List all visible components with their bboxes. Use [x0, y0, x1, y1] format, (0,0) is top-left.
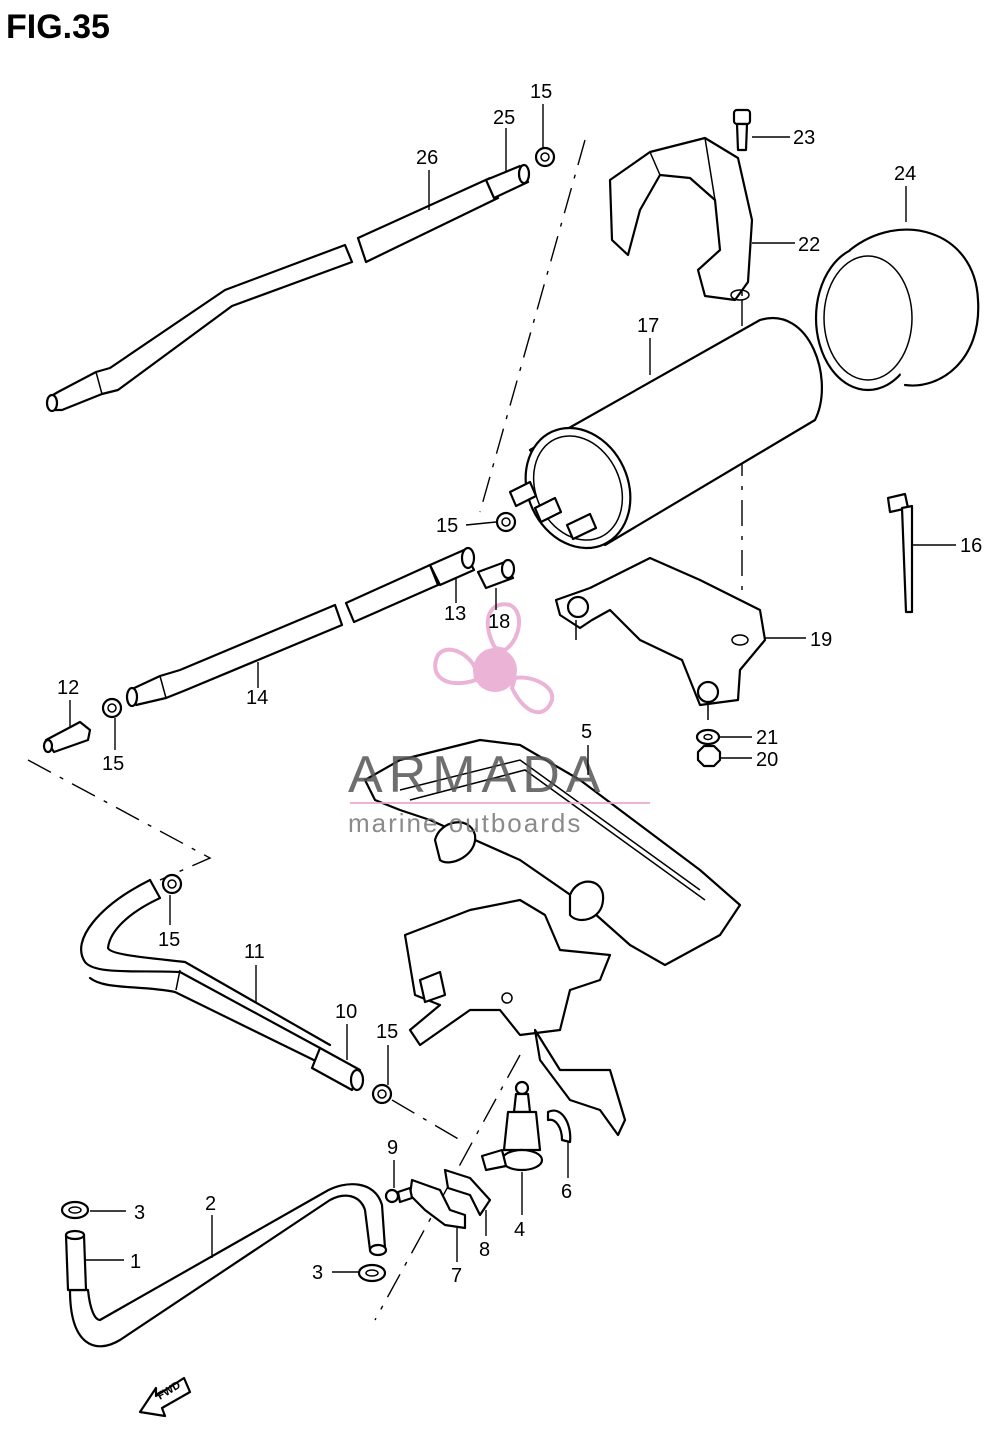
label-17: 17: [637, 315, 659, 337]
label-3: 3: [312, 1262, 323, 1284]
label-20: 20: [756, 749, 778, 771]
label-9: 9: [387, 1137, 398, 1159]
clamp-15-top: [534, 146, 556, 168]
bracket-5: [363, 738, 742, 1137]
valve-4: [480, 1080, 544, 1172]
label-15: 15: [436, 515, 458, 537]
label-16: 16: [960, 535, 982, 557]
label-23: 23: [793, 127, 815, 149]
bolt-23: [732, 108, 752, 152]
label-15: 15: [530, 81, 552, 103]
label-14: 14: [246, 687, 268, 709]
hose-14: [125, 563, 440, 708]
clamp-8: [443, 1168, 492, 1217]
alignment-line-4: [391, 1099, 461, 1141]
screw-9: [384, 1186, 414, 1204]
watermark-tagline: marine outboards: [348, 808, 582, 838]
clamp-15-canister: [495, 511, 517, 533]
bracket-7: [408, 1178, 467, 1230]
hose-25: [484, 163, 531, 200]
clamp-3-bottom: [357, 1263, 387, 1283]
label-2: 2: [205, 1193, 216, 1215]
label-8: 8: [479, 1239, 490, 1261]
plug-18: [476, 558, 516, 590]
canister-17: [508, 317, 823, 550]
hose-11: [80, 878, 332, 1070]
hose-26-end: [45, 393, 59, 413]
fitting-12: [42, 720, 92, 754]
label-4: 4: [514, 1219, 525, 1241]
label-13: 13: [444, 603, 466, 625]
label-26: 26: [416, 147, 438, 169]
label-11: 11: [244, 941, 265, 963]
strap-16: [886, 492, 914, 614]
alignment-line-1: [479, 139, 586, 513]
clip-6: [546, 1109, 572, 1144]
label-12: 12: [57, 677, 79, 699]
bracket-19: [554, 556, 767, 720]
label-21: 21: [756, 727, 778, 749]
label-15: 15: [102, 753, 124, 775]
label-5: 5: [581, 721, 592, 743]
sleeve-24: [814, 228, 980, 392]
label-19: 19: [810, 629, 832, 651]
hose-1: [64, 1229, 88, 1292]
hose-26: [46, 176, 500, 412]
bracket-22: [608, 136, 754, 302]
label-3: 3: [134, 1202, 145, 1224]
figure-title: FIG.35: [6, 8, 110, 46]
hose-13: [428, 546, 476, 587]
watermark-brand: ARMADA: [348, 746, 606, 804]
label-24: 24: [894, 163, 916, 185]
label-22: 22: [798, 234, 820, 256]
propeller-logo-icon: [433, 602, 555, 715]
clamp-15-left: [101, 697, 123, 719]
clamp-15-mid: [161, 873, 183, 895]
label-18: 18: [488, 611, 510, 633]
alignment-line-3: [27, 759, 212, 881]
label-15: 15: [158, 929, 180, 951]
hose-10: [310, 1046, 365, 1092]
nut-20: [696, 744, 722, 768]
label-10: 10: [335, 1001, 357, 1023]
label-7: 7: [451, 1265, 462, 1287]
clamp-15-lower: [371, 1083, 393, 1105]
washer-21: [695, 728, 721, 746]
hose-2: [68, 1183, 388, 1348]
label-15: 15: [376, 1021, 398, 1043]
label-25: 25: [493, 107, 515, 129]
fwd-arrow: FWD: [138, 1376, 192, 1418]
label-1: 1: [130, 1251, 141, 1273]
watermark: ARMADA marine outboards: [348, 602, 650, 838]
leader-15b: [465, 521, 497, 526]
label-6: 6: [561, 1181, 572, 1203]
clamp-3-top: [60, 1200, 90, 1220]
